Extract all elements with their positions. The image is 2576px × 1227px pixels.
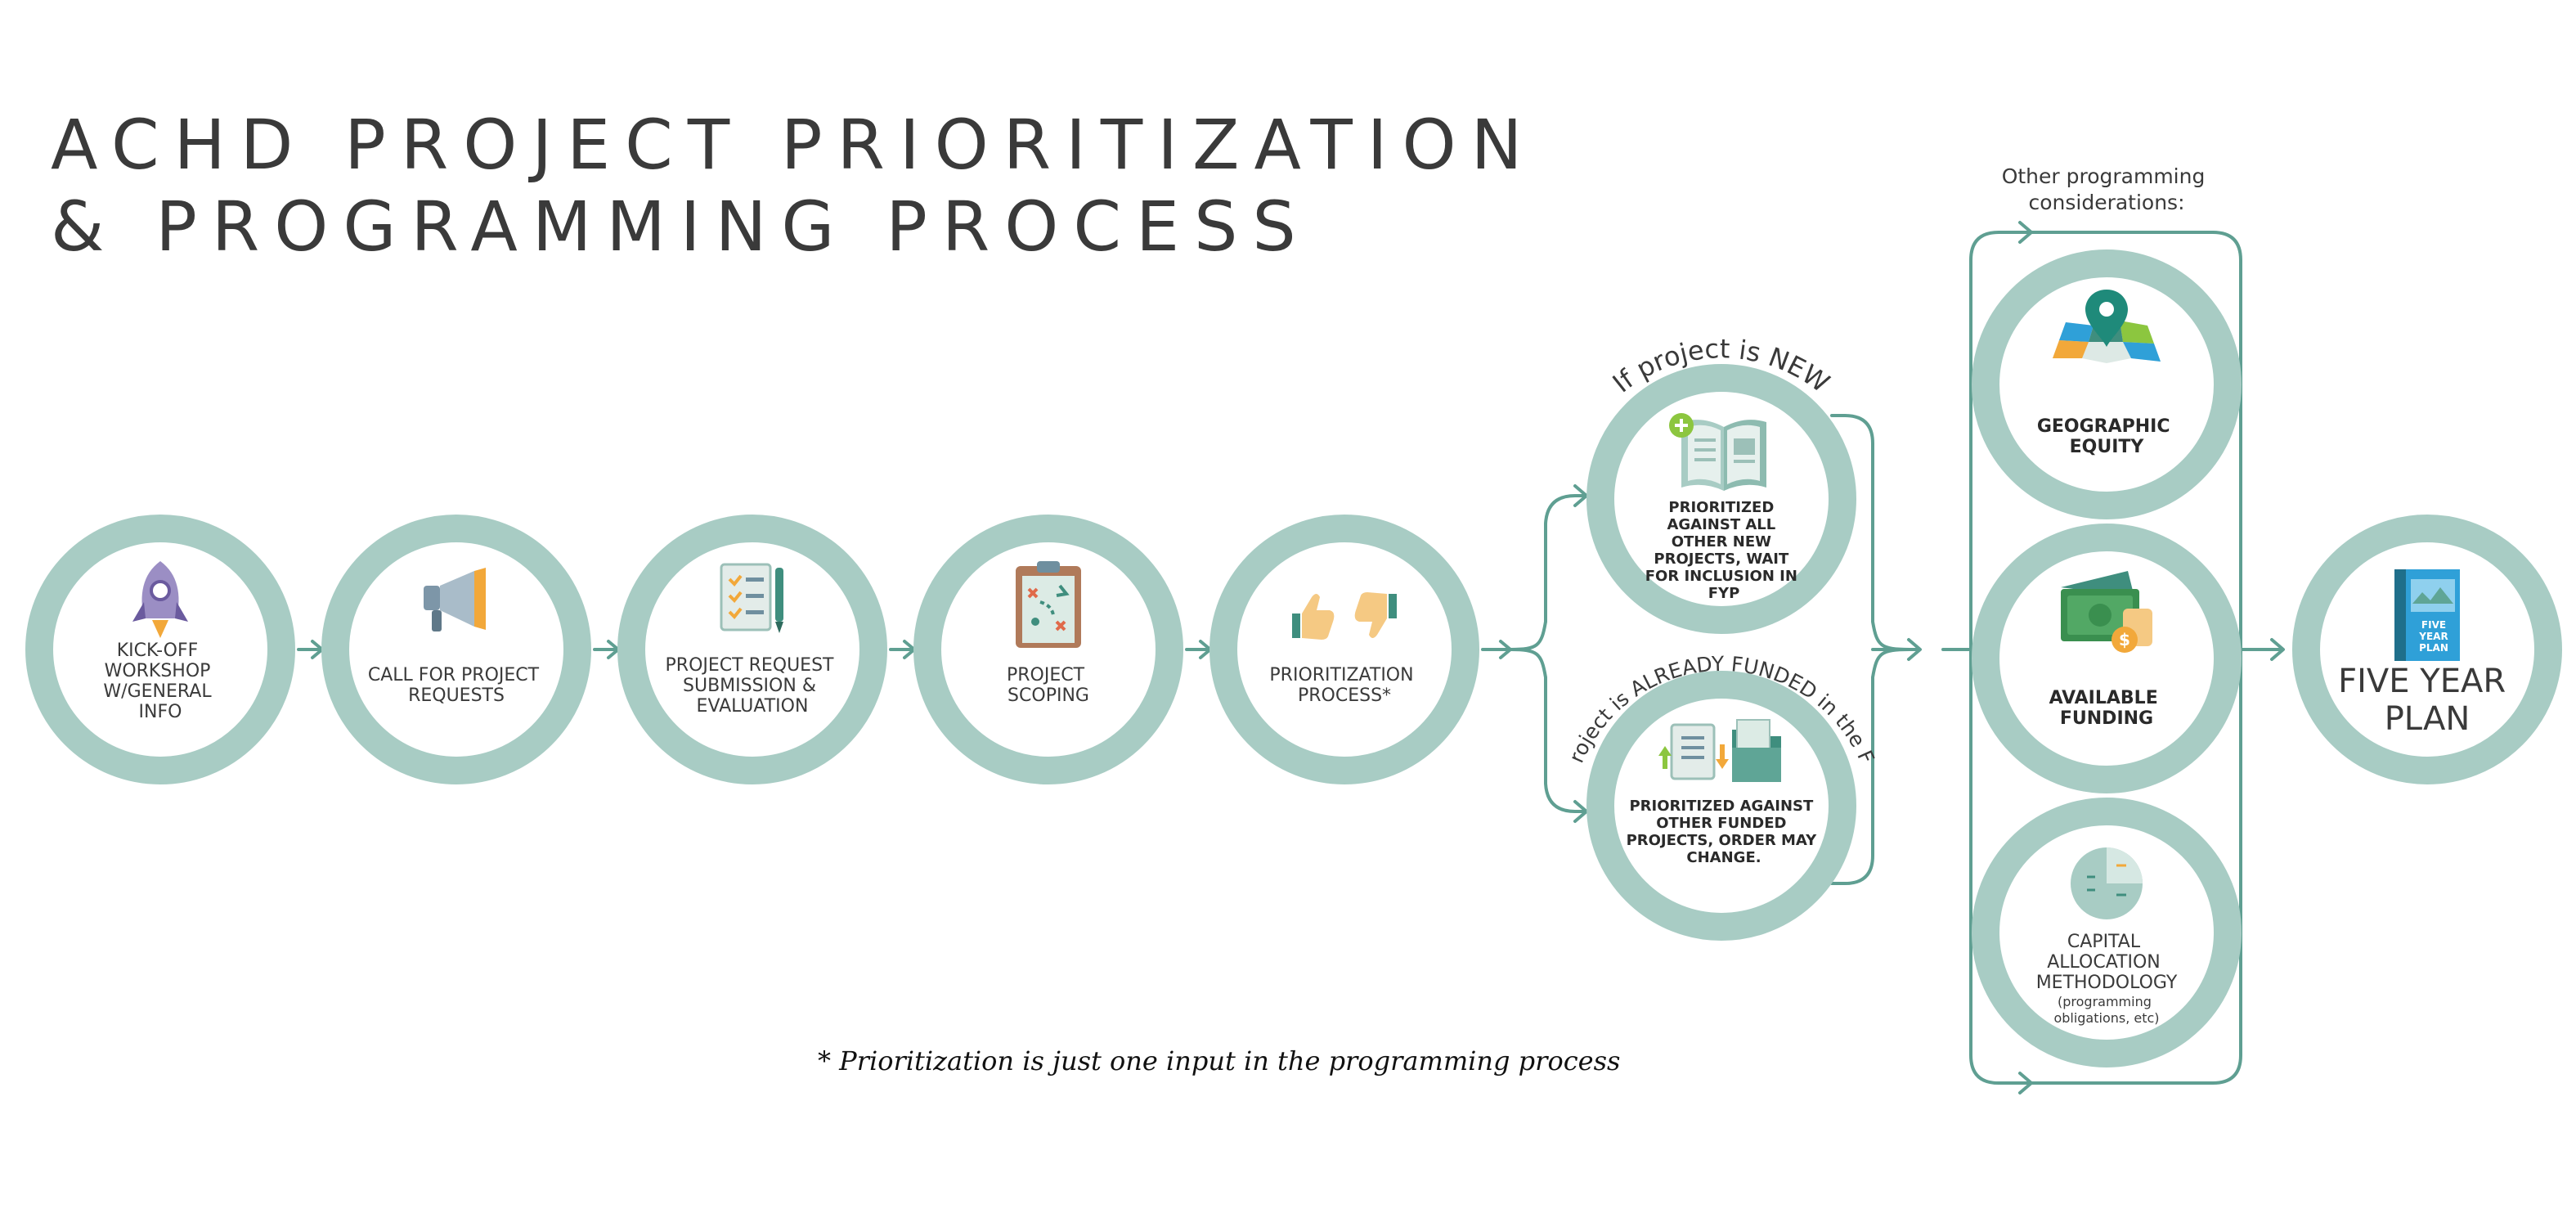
branch-funded-line-2: OTHER FUNDED bbox=[1656, 815, 1786, 832]
svg-text:PRIORITIZED AGAINST OTHE: PRIORITIZED AGAINST OTHER FUNDED PROJECT… bbox=[1627, 798, 1822, 866]
final-line-2: PLAN bbox=[2385, 700, 2471, 738]
svg-text:PRIORITIZED AGAINST ALL: PRIORITIZED AGAINST ALL OTHER NEW PROJEC… bbox=[1645, 499, 1802, 602]
branch-funded-line-4: CHANGE. bbox=[1686, 849, 1761, 866]
svg-text:GEOGRAPHIC EQUITY: GEOGRAPHIC EQUITY bbox=[2037, 416, 2176, 457]
consideration-capital-line-2: ALLOCATION bbox=[2047, 952, 2161, 973]
consideration-funding-line-2: FUNDING bbox=[2060, 708, 2153, 729]
svg-text:CAPITAL ALLOCATION: CAPITAL ALLOCATION METHODOLOGY bbox=[2036, 932, 2178, 993]
final-line-1: FIVE YEAR bbox=[2338, 663, 2506, 700]
svg-text:PRIORITIZATION PROCESS*: PRIORITIZATION PROCESS* bbox=[1269, 665, 1419, 706]
consideration-geographic-line-1: GEOGRAPHIC bbox=[2037, 416, 2170, 437]
branch-funded-line-1: PRIORITIZED AGAINST bbox=[1629, 798, 1814, 815]
step-submission-line-1: PROJECT REQUEST bbox=[666, 655, 835, 676]
svg-text:KICK-OFF WORKSHOP: KICK-OFF WORKSHOP W/GENERAL INFO bbox=[103, 640, 217, 722]
considerations-header-line-1: Other programming bbox=[2002, 164, 2206, 188]
money-coins-icon: $ bbox=[2061, 571, 2152, 653]
svg-text:FIVE YEAR PLAN: FIVE YEAR PLAN bbox=[2338, 663, 2516, 738]
consideration-available-funding: $ AVAILABLE FUNDING bbox=[1972, 524, 2242, 793]
branch-new-line-1: PRIORITIZED bbox=[1668, 499, 1774, 516]
branch-new: If project is NEW PRIORITIZED AGAINST AL… bbox=[1586, 333, 1856, 634]
page-title-line-1: ACHD PROJECT PRIORITIZATION bbox=[51, 105, 1537, 185]
consideration-capital-sub-2: obligations, etc) bbox=[2053, 1010, 2159, 1026]
branch-new-line-4: PROJECTS, WAIT bbox=[1654, 551, 1789, 568]
svg-text:AVAILABLE FUNDING: AVAILABLE FUNDING bbox=[2049, 688, 2165, 729]
svg-text:(programming obligations: (programming obligations, etc) bbox=[2053, 994, 2159, 1026]
svg-text:Other programming consider: Other programming considerations: bbox=[2002, 164, 2212, 214]
plan-book-line-3: PLAN bbox=[2419, 642, 2448, 654]
pie-chart-icon bbox=[2071, 847, 2143, 919]
consideration-capital-line-1: CAPITAL bbox=[2067, 932, 2141, 952]
branch-new-line-3: OTHER NEW bbox=[1672, 533, 1771, 551]
consideration-geographic-line-2: EQUITY bbox=[2070, 437, 2145, 457]
step-kickoff-line-1: KICK-OFF bbox=[117, 640, 199, 661]
svg-text:PROJECT REQUEST SUBMISSI: PROJECT REQUEST SUBMISSION & EVALUATION bbox=[666, 655, 840, 717]
branch-new-line-2: AGAINST ALL bbox=[1667, 516, 1775, 533]
step-kickoff: KICK-OFF WORKSHOP W/GENERAL INFO bbox=[25, 515, 295, 784]
page-title-line-2: & PROGRAMMING PROCESS bbox=[51, 187, 1311, 267]
step-scoping: PROJECT SCOPING bbox=[913, 515, 1183, 784]
considerations-header-line-2: considerations: bbox=[2028, 191, 2184, 214]
svg-text:$: $ bbox=[2119, 630, 2130, 649]
consideration-capital-line-3: METHODOLOGY bbox=[2036, 973, 2178, 993]
megaphone-icon bbox=[424, 568, 486, 631]
svg-text:PROJECT SCOPING: PROJECT SCOPING bbox=[1007, 665, 1090, 706]
step-scoping-line-2: SCOPING bbox=[1008, 685, 1089, 706]
plan-book-line-1: FIVE bbox=[2421, 619, 2446, 631]
step-submission-line-3: EVALUATION bbox=[697, 696, 809, 717]
step-submission: PROJECT REQUEST SUBMISSION & EVALUATION bbox=[617, 515, 887, 784]
step-kickoff-line-3: W/GENERAL bbox=[103, 681, 212, 702]
step-prioritization: PRIORITIZATION PROCESS* bbox=[1209, 515, 1479, 784]
plan-book-icon: FIVE YEAR PLAN bbox=[2394, 569, 2460, 661]
flow-connectors bbox=[297, 221, 2285, 1094]
branch-funded-line-3: PROJECTS, ORDER MAY bbox=[1627, 832, 1818, 849]
step-prioritization-line-1: PRIORITIZATION bbox=[1269, 665, 1413, 685]
svg-text:CALL FOR PROJECT REQUEST: CALL FOR PROJECT REQUESTS bbox=[368, 665, 545, 706]
open-book-plus-icon bbox=[1669, 413, 1766, 491]
step-scoping-line-1: PROJECT bbox=[1007, 665, 1085, 685]
map-pin-icon bbox=[2053, 290, 2161, 363]
thumbs-up-down-icon bbox=[1292, 592, 1397, 640]
step-submission-line-2: SUBMISSION & bbox=[683, 676, 816, 696]
step-call-line-2: REQUESTS bbox=[408, 685, 505, 706]
step-prioritization-line-2: PROCESS* bbox=[1298, 685, 1391, 706]
footnote: * Prioritization is just one input in th… bbox=[818, 1045, 1620, 1076]
clipboard-plan-icon bbox=[1016, 561, 1081, 648]
step-call-line-1: CALL FOR PROJECT bbox=[368, 665, 540, 685]
step-call-for-requests: CALL FOR PROJECT REQUESTS bbox=[321, 515, 591, 784]
consideration-funding-line-1: AVAILABLE bbox=[2049, 688, 2158, 708]
consideration-capital-sub-1: (programming bbox=[2058, 994, 2152, 1009]
checklist-pen-icon bbox=[720, 563, 783, 633]
final-five-year-plan: FIVE YEAR PLAN FIVE YEAR PLAN bbox=[2292, 515, 2562, 784]
step-kickoff-line-2: WORKSHOP bbox=[105, 661, 211, 681]
branch-new-line-5: FOR INCLUSION IN bbox=[1645, 568, 1797, 585]
document-folder-icon bbox=[1658, 719, 1781, 782]
consideration-geographic-equity: GEOGRAPHIC EQUITY bbox=[1972, 249, 2242, 519]
branch-new-line-6: FYP bbox=[1708, 585, 1740, 602]
consideration-capital-allocation: CAPITAL ALLOCATION METHODOLOGY (programm… bbox=[1972, 798, 2242, 1067]
plan-book-line-2: YEAR bbox=[2418, 631, 2448, 642]
rocket-icon bbox=[132, 561, 188, 638]
step-kickoff-line-4: INFO bbox=[139, 702, 182, 722]
